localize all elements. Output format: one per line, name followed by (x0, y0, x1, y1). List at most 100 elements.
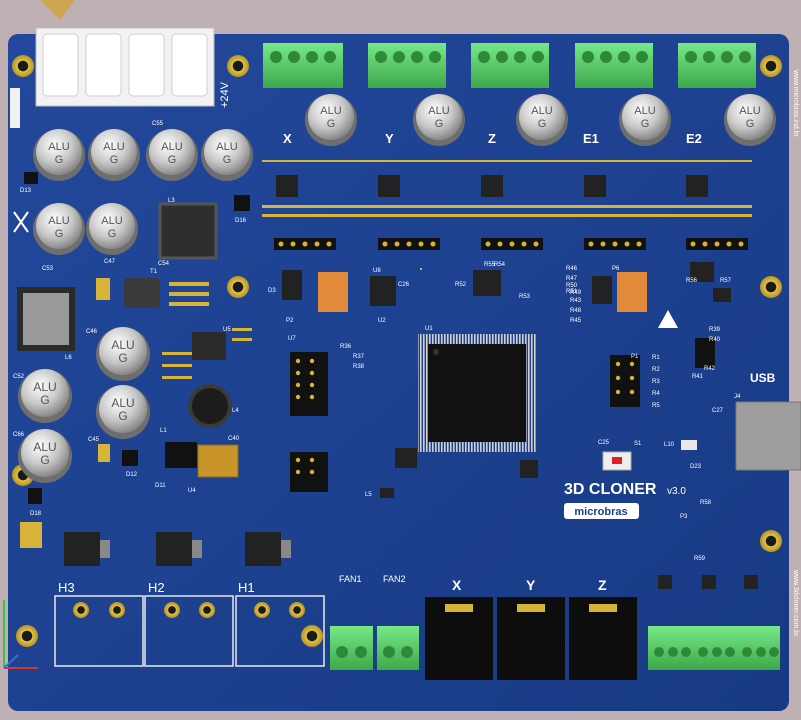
refdes-labels: U1 U2 U4 U5 U7 U8 L10 L4 L6 L3 L5 L1 D3 … (13, 121, 741, 562)
svg-text:U5: U5 (223, 327, 231, 333)
svg-text:R54: R54 (494, 262, 506, 268)
driver-label-e1: E1 (583, 131, 599, 146)
svg-text:L3: L3 (168, 198, 175, 204)
svg-text:ALU: ALU (33, 440, 56, 454)
svg-text:G: G (40, 453, 49, 467)
url-bottom: www.3dcloner.com.br (792, 569, 799, 637)
driver-terminals (263, 43, 756, 88)
svg-text:C25: C25 (598, 440, 610, 446)
heater-label-h1: H1 (238, 580, 255, 595)
svg-text:G: G (641, 118, 650, 130)
corner-arrow-icon (40, 0, 75, 20)
board-title: 3D CLONER (564, 481, 657, 498)
svg-text:P3: P3 (680, 514, 688, 520)
driver-label-y: Y (385, 131, 394, 146)
svg-text:G: G (118, 351, 127, 365)
driver-chips (276, 175, 708, 197)
heater-label-h2: H2 (148, 580, 165, 595)
svg-text:ALU: ALU (48, 215, 69, 227)
svg-text:R41: R41 (692, 374, 704, 380)
svg-text:L1: L1 (160, 428, 167, 434)
svg-text:ALU: ALU (428, 105, 449, 117)
svg-text:G: G (118, 409, 127, 423)
bottom-right-terminals (648, 575, 780, 670)
svg-text:R55: R55 (484, 262, 496, 268)
svg-text:ALU: ALU (101, 215, 122, 227)
axis-gizmo-icon (3, 600, 38, 669)
svg-text:ALU: ALU (531, 105, 552, 117)
svg-text:G: G (435, 118, 444, 130)
svg-text:U1: U1 (425, 326, 433, 332)
svg-text:P6: P6 (612, 266, 620, 272)
url-top: www.microbras.ind.br (792, 69, 799, 138)
reset-button-dot (612, 457, 622, 464)
svg-text:D13: D13 (20, 188, 32, 194)
fan-terminal-screws (336, 646, 413, 658)
inductor-l4 (188, 384, 232, 428)
brand-badge (564, 503, 639, 519)
heater-pins (73, 602, 305, 618)
svg-text:R45: R45 (570, 318, 582, 324)
svg-text:C55: C55 (152, 121, 164, 127)
usb-label: USB (750, 371, 776, 385)
svg-text:D12: D12 (126, 472, 138, 478)
svg-text:R37: R37 (353, 354, 365, 360)
endstop-connectors (425, 597, 637, 680)
chip-u3 (165, 442, 197, 468)
svg-text:G: G (55, 154, 64, 166)
svg-text:G: G (327, 118, 336, 130)
fan2-label: FAN2 (383, 574, 406, 584)
svg-text:T1: T1 (150, 269, 158, 275)
svg-text:R50: R50 (566, 283, 578, 289)
svg-text:D3: D3 (268, 288, 276, 294)
svg-text:R52: R52 (455, 282, 467, 288)
mcu-chip (418, 334, 536, 452)
header-pins-middle (295, 358, 635, 475)
chip-u5 (192, 332, 226, 360)
svg-text:C53: C53 (42, 266, 54, 272)
board-version: v3.0 (667, 486, 686, 497)
svg-text:L4: L4 (232, 408, 239, 414)
usb-connector[interactable] (735, 401, 801, 471)
svg-text:G: G (746, 118, 755, 130)
svg-text:C66: C66 (13, 432, 25, 438)
chip-d13 (24, 172, 38, 184)
svg-text:L10: L10 (664, 442, 675, 448)
chip-d12 (122, 450, 138, 466)
endstop-label-y: Y (526, 577, 536, 593)
svg-text:G: G (40, 393, 49, 407)
svg-text:R47: R47 (566, 276, 578, 282)
svg-text:R51: R51 (566, 289, 578, 295)
svg-text:U4: U4 (188, 488, 196, 494)
svg-text:ALU: ALU (48, 141, 69, 153)
chip-t1 (124, 278, 160, 308)
heater-terminals (54, 595, 325, 667)
inductor-l6 (17, 287, 75, 351)
svg-text:U2: U2 (378, 318, 386, 324)
svg-text:D23: D23 (690, 464, 702, 470)
svg-text:ALU: ALU (634, 105, 655, 117)
svg-text:R43: R43 (570, 298, 582, 304)
brand-label: microbras (574, 506, 627, 518)
svg-text:R49: R49 (570, 290, 582, 296)
driver-passives (262, 160, 752, 217)
pad-clusters (20, 268, 422, 548)
svg-text:R5: R5 (652, 403, 660, 409)
svg-text:C47: C47 (104, 259, 116, 265)
led-d23 (681, 440, 697, 450)
svg-text:R56: R56 (686, 278, 698, 284)
svg-text:G: G (223, 154, 232, 166)
svg-text:ALU: ALU (216, 141, 237, 153)
